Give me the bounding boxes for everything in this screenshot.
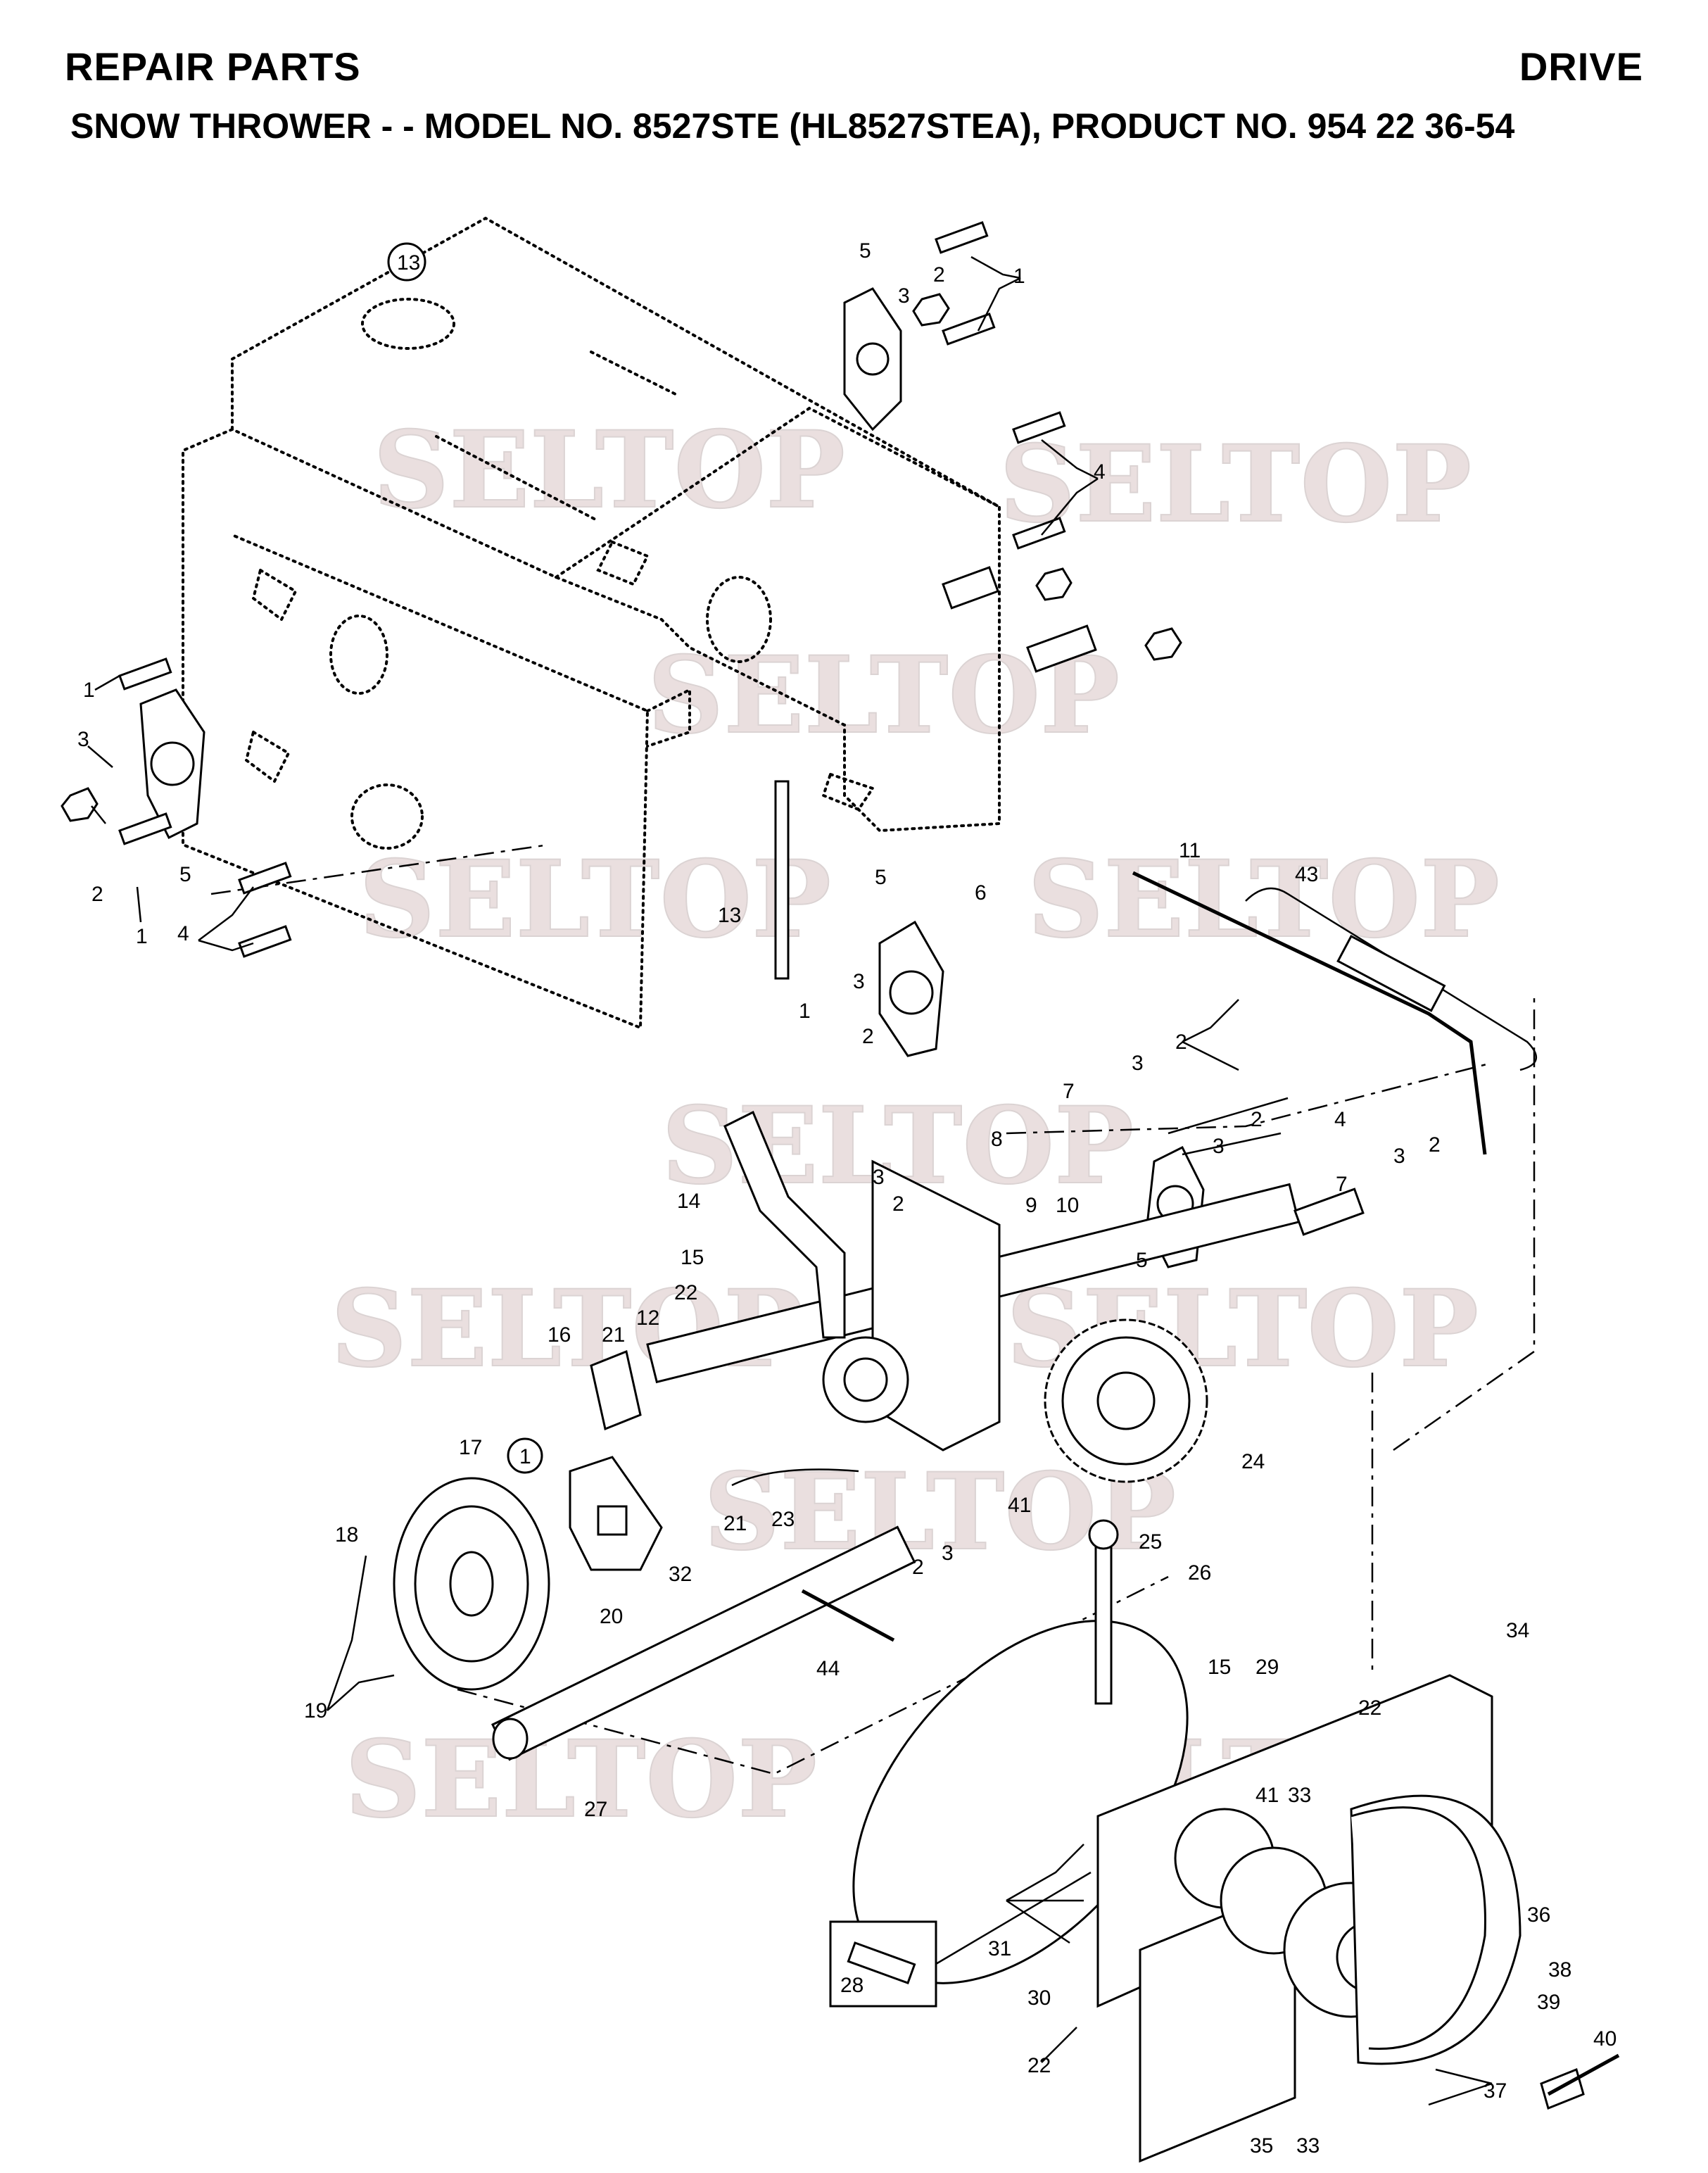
callout-labels: 13 5 3 2 1 4 1 3 2 1 5 4 13 5 6 3 1 2 11… <box>77 239 1617 2158</box>
callout-label: 3 <box>1132 1052 1144 1075</box>
callout-label: 3 <box>873 1166 885 1189</box>
callout-label: 24 <box>1241 1450 1265 1473</box>
callout-label: 35 <box>1250 2134 1273 2158</box>
callout-label: 33 <box>1296 2134 1320 2158</box>
watermark-2: SELTOP <box>999 422 1472 546</box>
page-subtitle: SNOW THROWER - - MODEL NO. 8527STE (HL85… <box>70 106 1515 146</box>
callout-label: 38 <box>1548 1958 1571 1982</box>
callout-label: 12 <box>636 1306 659 1330</box>
callout-label: 5 <box>1136 1249 1148 1272</box>
callout-circle-13 <box>387 242 426 282</box>
callout-label: 30 <box>1027 1986 1051 2010</box>
callout-label: 21 <box>602 1323 625 1347</box>
callout-label: 3 <box>853 970 865 993</box>
callout-label: 7 <box>1063 1080 1075 1103</box>
callout-label: 15 <box>681 1246 704 1269</box>
callout-label: 26 <box>1188 1561 1211 1585</box>
callout-label: 41 <box>1255 1784 1279 1807</box>
callout-label: 2 <box>1251 1108 1263 1131</box>
callout-label: 40 <box>1593 2027 1617 2051</box>
callout-label: 44 <box>816 1657 840 1680</box>
callout-label: 4 <box>1094 460 1106 484</box>
callout-label: 33 <box>1288 1784 1311 1807</box>
callout-label: 43 <box>1295 863 1318 886</box>
callout-label: 4 <box>177 922 189 945</box>
callout-label: 2 <box>862 1025 874 1048</box>
callout-label: 25 <box>1139 1530 1162 1554</box>
callout-label: 2 <box>1429 1133 1441 1157</box>
callout-label: 6 <box>975 881 987 905</box>
callout-label: 22 <box>1358 1696 1381 1720</box>
leader-lines <box>87 256 1493 2106</box>
callout-label: 13 <box>397 251 420 275</box>
callout-label: 17 <box>459 1436 482 1459</box>
callout-label: 3 <box>942 1542 954 1565</box>
callout-label: 13 <box>718 904 741 927</box>
frame-housing <box>182 216 1001 1030</box>
callout-label: 19 <box>304 1699 327 1722</box>
callout-label: 3 <box>77 728 89 751</box>
watermark-8: SELTOP <box>1006 1267 1479 1391</box>
callout-label: 5 <box>859 239 871 263</box>
callout-label: 41 <box>1008 1494 1031 1517</box>
callout-label: 21 <box>723 1512 747 1535</box>
callout-label: 3 <box>1213 1135 1225 1158</box>
callout-label: 5 <box>875 866 887 889</box>
callout-label: 2 <box>933 263 945 286</box>
callout-label: 7 <box>1336 1173 1348 1196</box>
callout-label: 14 <box>677 1190 700 1213</box>
callout-label: 37 <box>1484 2079 1507 2103</box>
callout-label: 5 <box>179 863 191 886</box>
watermark-1: SELTOP <box>373 408 845 532</box>
callout-label: 36 <box>1527 1903 1550 1927</box>
callout-label: 29 <box>1255 1656 1279 1679</box>
watermark-5: SELTOP <box>1027 838 1500 962</box>
callout-label: 2 <box>91 883 103 906</box>
callout-label: 28 <box>840 1974 864 1997</box>
callout-label: 39 <box>1537 1991 1560 2014</box>
watermark-10: SELTOP <box>345 1718 817 1841</box>
callout-label: 18 <box>335 1523 358 1547</box>
callout-label: 22 <box>1027 2054 1051 2077</box>
callout-label: 9 <box>1025 1194 1037 1217</box>
callout-circle-1 <box>507 1437 543 1474</box>
page-title: REPAIR PARTS <box>65 44 361 89</box>
callout-label: 34 <box>1506 1619 1529 1642</box>
callout-label: 16 <box>548 1323 571 1347</box>
callout-label: 8 <box>991 1128 1003 1151</box>
callout-label: 27 <box>584 1798 607 1821</box>
callout-label: 1 <box>519 1445 531 1468</box>
callout-label: 1 <box>83 679 95 702</box>
callout-label: 2 <box>912 1556 924 1579</box>
section-title: DRIVE <box>1519 44 1643 89</box>
callout-label: 11 <box>1179 839 1201 862</box>
callout-label: 3 <box>1393 1145 1405 1168</box>
callout-label: 23 <box>771 1508 795 1531</box>
callout-label: 22 <box>674 1281 697 1304</box>
callout-label: 1 <box>136 925 148 948</box>
callout-label: 15 <box>1208 1656 1231 1679</box>
callout-label: 32 <box>669 1563 692 1586</box>
callout-label: 2 <box>892 1192 904 1216</box>
callout-label: 10 <box>1056 1194 1079 1217</box>
drive-assembly <box>61 221 1620 2163</box>
callout-label: 1 <box>1013 265 1025 288</box>
callout-label: 2 <box>1175 1031 1187 1054</box>
callout-label: 4 <box>1334 1108 1346 1131</box>
callout-label: 3 <box>898 284 910 308</box>
callout-label: 20 <box>600 1605 623 1628</box>
watermark-4: SELTOP <box>359 838 831 962</box>
callout-label: 1 <box>799 1000 811 1023</box>
callout-label: 31 <box>988 1937 1011 1960</box>
